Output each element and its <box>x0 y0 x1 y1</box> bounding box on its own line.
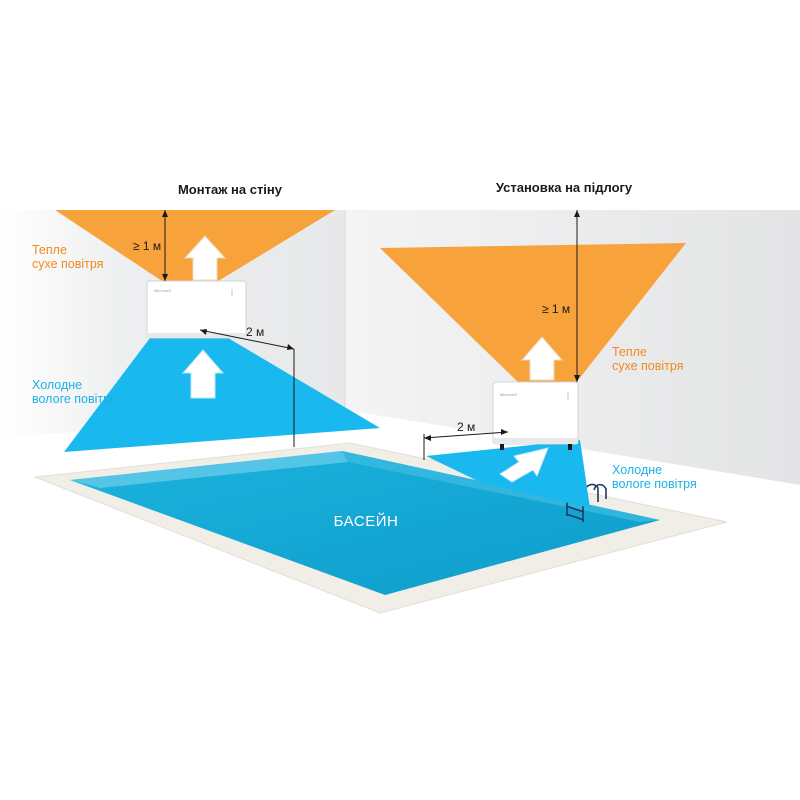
wall-cold-air-fan <box>64 338 380 452</box>
wall-dehumidifier-unit: Microwell <box>146 280 247 339</box>
floor-warm-air-line2: сухе повітря <box>612 359 683 373</box>
floor-unit-brand: Microwell <box>500 392 517 397</box>
wall-cold-air-line1: Холодне <box>32 378 82 392</box>
floor-warm-air-fan <box>380 243 686 384</box>
floor-install-title: Установка на підлогу <box>496 180 633 195</box>
floor-cold-air-label: Холодне вологе повітря <box>612 463 697 491</box>
wall-unit-brand: Microwell <box>154 288 171 293</box>
floor-install-section: Microwell ≥ 1 м 2 м Установка на підлогу… <box>380 180 697 508</box>
wall-warm-arrow-icon <box>183 235 227 281</box>
wall-cold-air-label: Холодне вологе повітря <box>32 378 117 406</box>
floor-cold-arrow-icon <box>499 447 549 483</box>
wall-cold-arrow-icon <box>181 349 225 399</box>
floor-height-dimension <box>574 210 580 382</box>
wall-distance-label: 2 м <box>246 325 264 339</box>
pool-inner-wall <box>70 451 348 488</box>
floor-dehumidifier-unit: Microwell <box>492 381 579 450</box>
floor-cold-air-line1: Холодне <box>612 463 662 477</box>
wall-distance-dimension <box>199 329 295 447</box>
floor-warm-air-label: Тепле сухе повітря <box>612 345 683 373</box>
floor-cold-air-line2: вологе повітря <box>612 477 697 491</box>
floor-warm-air-line1: Тепле <box>612 345 647 359</box>
wall-cold-air-line2: вологе повітря <box>32 392 117 406</box>
wall-warm-air-line1: Тепле <box>32 243 67 257</box>
floor-warm-arrow-icon <box>520 336 564 381</box>
wall-mount-title: Монтаж на стіну <box>178 182 283 197</box>
floor-distance-dimension <box>423 429 509 460</box>
wall-warm-air-label: Тепле сухе повітря <box>32 243 103 271</box>
wall-height-dimension <box>162 210 168 281</box>
wall-mount-section: Microwell ≥ 1 м 2 м Монтаж на стіну Тепл… <box>32 182 380 452</box>
pool-water <box>70 451 660 595</box>
wall-warm-air-line2: сухе повітря <box>32 257 103 271</box>
floor-distance-label: 2 м <box>457 420 475 434</box>
wall-height-label: ≥ 1 м <box>133 239 161 253</box>
floor-height-label: ≥ 1 м <box>542 302 570 316</box>
pool-label: БАСЕЙН <box>334 512 399 530</box>
